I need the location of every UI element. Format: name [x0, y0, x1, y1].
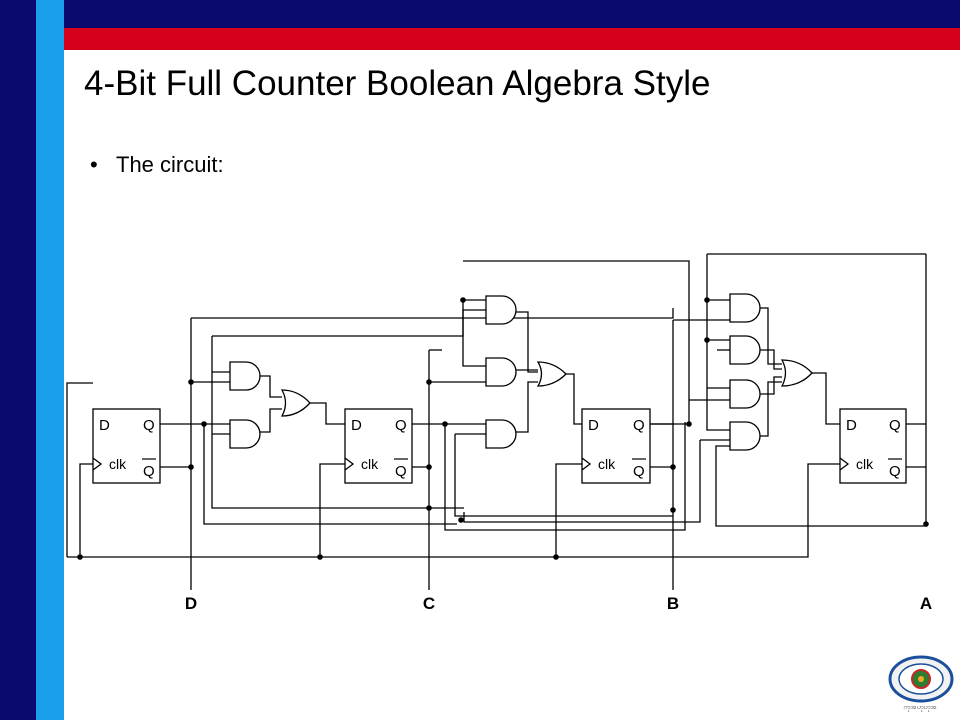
or-gate-2: [536, 361, 567, 387]
ff-d-label-d: D: [99, 417, 110, 434]
and-gate-2a: [485, 295, 517, 325]
ff1-clk-wire: [79, 463, 93, 557]
flip-flop-c: [344, 408, 413, 484]
and-gate-1b: [229, 419, 261, 449]
ff-c-label-d: D: [351, 417, 362, 434]
or-gate-1: [280, 389, 311, 417]
ff-c-label-q: Q: [395, 417, 407, 434]
ff2-q-bus-wire: [444, 422, 686, 531]
top-color-band: [0, 0, 960, 28]
logo-caption: ကုအ‌ဟုဟုအ: [903, 704, 937, 711]
flip-flop-b: [581, 408, 651, 484]
ff2-clk-wire: [319, 463, 345, 557]
ff-a-label-q: Q: [889, 417, 901, 434]
b-loop-wire: [454, 434, 673, 517]
output-label-b: B: [667, 594, 679, 613]
output-label-a: A: [920, 594, 932, 613]
output-label-d: D: [185, 594, 197, 613]
ff1-loop-wire: [211, 336, 464, 509]
and1-out-wire: [260, 408, 282, 433]
or1-out-wire: [310, 402, 345, 425]
and-gate-3a: [729, 293, 761, 323]
d-bus-right-wire: [706, 254, 730, 431]
ff-c-label-qbar: Q: [395, 463, 407, 480]
bullet-dot: •: [90, 152, 98, 177]
and8-out-wire: [760, 381, 782, 437]
and-gate-3b: [729, 335, 761, 365]
c-loop-wire: [463, 440, 701, 523]
ff-d-label-qbar: Q: [143, 463, 155, 480]
and3-in-wire: [462, 300, 486, 367]
or-gate-3: [780, 359, 813, 387]
and5-out-wire: [760, 307, 782, 365]
and-gate-3c: [729, 379, 761, 409]
ff3-loop-wire: [463, 260, 690, 425]
ff-b-label-d: D: [588, 417, 599, 434]
left-light-bar: [36, 0, 64, 720]
and-gate-1a: [229, 361, 261, 391]
or3-out-wire: [812, 372, 840, 425]
and7-out-wire: [760, 376, 782, 395]
bullet-item: • The circuit:: [90, 152, 224, 178]
university-seal-icon: [888, 655, 954, 703]
ff3-clk-wire: [555, 463, 582, 557]
bullet-text: The circuit:: [116, 152, 224, 177]
ff1-loop-top-wire: [212, 309, 486, 337]
wire-a-out: [715, 254, 927, 527]
ff-d-label-q: Q: [143, 417, 155, 434]
flip-flop-d: [92, 408, 161, 484]
ff-b-label-qbar: Q: [633, 463, 645, 480]
ff-b-label-q: Q: [633, 417, 645, 434]
ff-d-label-clk: clk: [109, 456, 127, 472]
clock-bus: [67, 463, 840, 558]
slide-title: 4-Bit Full Counter Boolean Algebra Style: [84, 64, 711, 103]
and-gate-2c: [485, 419, 517, 449]
ff-a-label-clk: clk: [856, 456, 874, 472]
and2-out-wire: [516, 311, 538, 373]
ff-b-label-clk: clk: [598, 456, 616, 472]
ff-c-label-clk: clk: [361, 456, 379, 472]
ff-a-label-qbar: Q: [889, 463, 901, 480]
output-label-c: C: [423, 594, 435, 613]
ff-a-label-d: D: [846, 417, 857, 434]
ff1-d-feedback-wire: [66, 382, 93, 557]
and6-out-wire: [760, 349, 782, 370]
and-gate-3d: [729, 421, 761, 451]
feedback-top-wire: [191, 308, 674, 319]
and0-out-wire: [260, 375, 282, 398]
or2-out-wire: [566, 373, 582, 425]
and4-out-wire: [516, 381, 538, 433]
left-dark-bar: [0, 0, 36, 720]
flip-flop-a: [839, 408, 907, 484]
and-gate-2b: [485, 357, 517, 387]
ff1-q-bus-wire: [203, 424, 457, 525]
red-accent-band: [0, 28, 960, 50]
